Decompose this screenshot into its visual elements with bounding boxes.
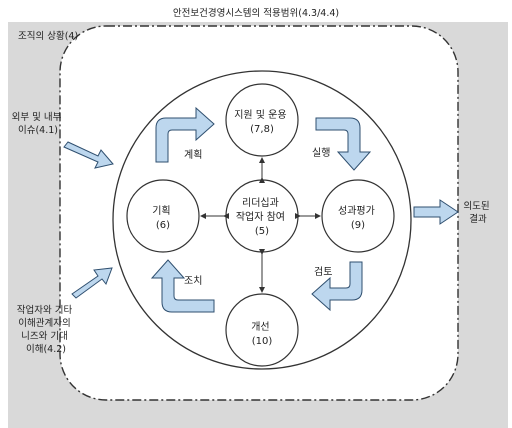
act-arrow — [150, 259, 215, 313]
improvement-node — [225, 293, 299, 367]
plan-label: 계획 — [184, 149, 202, 161]
evaluation-label: 성과평가 (9) — [338, 205, 378, 231]
scope-title: 안전보건경영시스템의 적용범위(4.3/4.4) — [173, 7, 339, 19]
plan-arrow — [155, 106, 215, 163]
worker-needs-label: 작업자와 기타 이해관계자의 니즈와 기대 이해(4.2) — [17, 304, 76, 355]
external-issues-label: 외부 및 내부 이슈(4.1) — [12, 111, 65, 136]
evaluation-node — [321, 179, 395, 253]
act-label: 조치 — [184, 275, 202, 287]
planning-node — [126, 179, 200, 253]
outcome-arrow — [413, 199, 459, 225]
outcome-label: 의도된 결과 — [463, 200, 492, 225]
check-label: 검토 — [314, 266, 332, 278]
support-label: 지원 및 운용 (7,8) — [234, 109, 290, 135]
worker-needs-arrow — [71, 267, 113, 299]
planning-label: 기획 (6) — [152, 205, 174, 231]
context-label: 조직의 상황(4) — [18, 31, 78, 42]
leadership-label: 리더십과 작업자 참여 (5) — [236, 197, 288, 237]
do-label: 실행 — [312, 147, 330, 159]
check-arrow — [311, 261, 363, 312]
improvement-label: 개선 (10) — [251, 321, 273, 347]
do-arrow — [315, 117, 372, 171]
support-node — [225, 83, 299, 157]
external-issues-arrow — [63, 141, 114, 169]
